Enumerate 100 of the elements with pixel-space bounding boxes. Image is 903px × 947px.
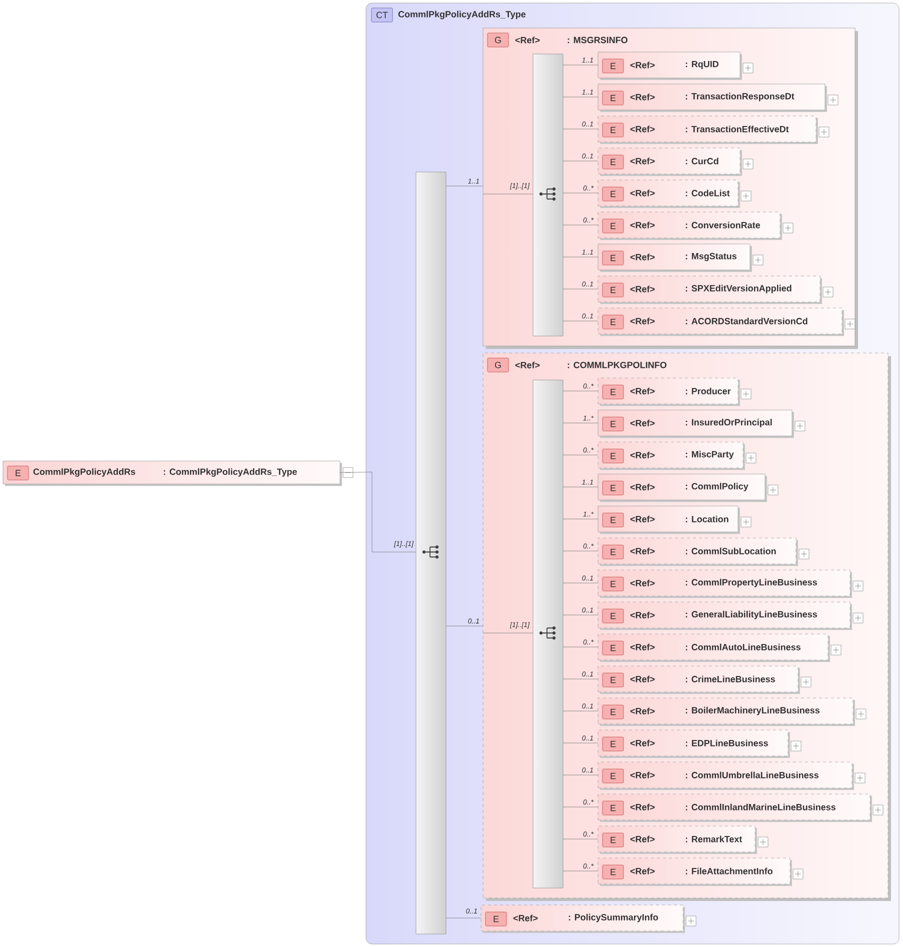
connector-line [562,806,598,808]
element-badge: E [485,912,507,926]
element-box [598,410,792,436]
connector-line [562,518,598,520]
element-name: : RqUID [686,60,718,70]
element-badge: E [602,576,624,592]
element-badge: E [602,800,624,816]
element-badge: E [7,466,29,480]
element-name: : TransactionEffectiveDt [686,126,789,132]
ref-label: <Ref> [630,772,655,778]
connector-line [562,678,598,680]
type-name: : CommlPkgPolicyAddRs_Type [164,468,297,477]
element-name: : Producer [686,388,731,394]
element-badge: E [602,218,624,234]
connector-line [562,256,598,258]
element-name: : CommlInlandMarineLineBusiness [686,804,836,810]
connector-line [562,582,598,584]
compositor-bar [532,54,564,336]
element-badge: E [602,250,624,266]
element-badge: E [602,832,624,848]
element-name: : CurCd [686,158,718,164]
group-name: : COMMLPKGPOLINFO [568,362,666,368]
ref-label: <Ref> [630,62,655,68]
ref-label: <Ref> [630,580,655,586]
connector-line [562,288,598,290]
element-name: CommlPkgPolicyAddRs [33,468,136,477]
ref-label: <Ref> [630,388,655,394]
element-name: : RemarkText [686,836,742,842]
element-badge: E [602,768,624,784]
element-name: : EDPLineBusiness [686,740,768,746]
connector-line [562,710,598,712]
element-name: : CommlAutoLineBusiness [686,644,800,650]
element-badge: E [602,154,624,170]
connector-line [562,486,598,488]
element-badge: E [602,736,624,752]
element-name: : CodeList [686,190,730,196]
compositor-bar [532,380,564,888]
element-name: : CommlUmbrellaLineBusiness [686,772,818,778]
ref-label: <Ref> [630,452,655,458]
connector-line [562,454,598,456]
connector-line [562,192,598,194]
group-badge: G [487,358,509,372]
element-badge: E [602,384,624,400]
connector-line [482,632,534,634]
ref-label: <Ref> [630,318,655,324]
connector-line [562,742,598,744]
ref-label: <Ref> [630,548,655,554]
element-badge: E [602,58,624,74]
element-name: : MsgStatus [686,252,736,262]
element-box [598,602,850,628]
element-box [598,442,744,468]
element-name: : ACORDStandardVersionCd [686,318,808,324]
element-badge: E [602,640,624,656]
element-box [598,148,740,174]
connector-line [562,390,598,392]
connector-line [562,550,598,552]
ref-label: <Ref> [630,222,655,228]
ref-label: <Ref> [630,804,655,810]
element-badge: E [602,90,624,106]
connector-line [562,160,598,162]
element-badge: E [602,864,624,880]
connector-line [562,646,598,648]
element-box [598,762,852,788]
element-name: : PolicySummaryInfo [568,914,658,922]
ref-label: <Ref> [630,708,655,714]
ref-label: <Ref> [630,484,655,490]
element-name: : CommlSubLocation [686,548,776,554]
element-box [598,180,738,206]
type-badge: CT [371,8,393,22]
connector-line [562,96,598,98]
group-badge: G [487,32,509,48]
ref-label: <Ref> [630,158,655,164]
element-box [598,570,850,596]
connector-line [562,870,598,872]
element-badge: E [602,282,624,298]
connector-line [562,224,598,226]
element-name: : CommlPolicy [686,482,748,492]
ref-label: <Ref> [630,868,655,874]
connector-line [562,128,598,130]
element-badge: E [602,480,624,496]
element-badge: E [602,512,624,528]
element-name: : BoilerMachineryLineBusiness [686,706,820,716]
element-name: : ConversionRate [686,222,760,228]
element-box [598,378,738,404]
element-box [598,826,756,852]
element-name: : TransactionResponseDt [686,92,794,102]
ref-label: <Ref> [630,94,655,100]
element-box [598,538,796,564]
ref-label: <Ref> [513,914,538,922]
element-name: : InsuredOrPrincipal [686,418,772,428]
element-box [480,904,684,932]
element-box [598,84,826,110]
ref-label: <Ref> [630,612,655,618]
ref-label: <Ref> [630,190,655,196]
connector-line [562,838,598,840]
connector-line [340,472,416,552]
element-box [598,308,842,334]
element-badge: E [602,672,624,688]
element-box [598,244,750,270]
element-badge: E [602,448,624,464]
